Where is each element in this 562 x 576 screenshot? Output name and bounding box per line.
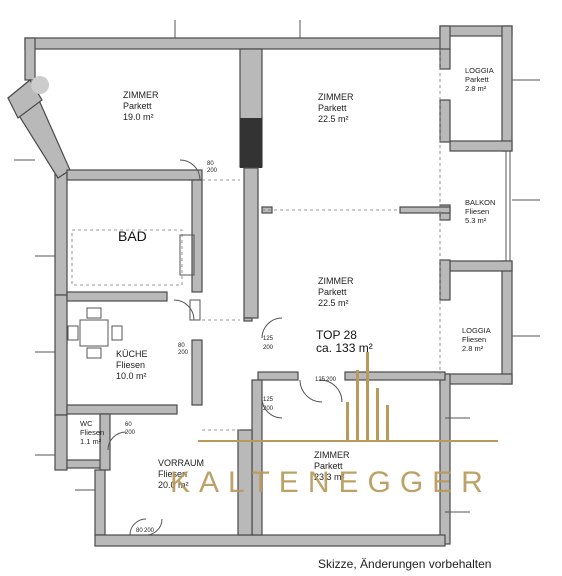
room-loggia-bottom: LOGGIA Fliesen 2.8 m²	[462, 326, 491, 353]
room-area: 22.5 m²	[318, 114, 349, 124]
brand-wordmark: KALTENEGGER	[170, 466, 492, 499]
kitchen-table	[67, 307, 123, 359]
door-dim-6: 60 200	[125, 422, 136, 436]
door-dim-5: 125 200	[315, 377, 337, 383]
door-swings	[107, 159, 343, 536]
room-name: ZIMMER	[318, 276, 354, 286]
room-floor: Parkett	[465, 75, 490, 84]
bath-fixtures	[71, 229, 201, 321]
room-zimmer-se: ZIMMER Parkett 23.3 m²	[314, 450, 350, 482]
room-balkon: BALKON Fliesen 5.3 m²	[465, 198, 495, 225]
room-vorraum: VORRAUM Fliesen 20.0 m²	[158, 458, 204, 490]
room-area: 20.0 m²	[158, 480, 189, 490]
room-wc: WC Fliesen 1.1 m²	[80, 419, 104, 446]
room-area: 2.8 m²	[465, 84, 487, 93]
room-floor: Fliesen	[158, 469, 187, 479]
room-floor: Fliesen	[462, 335, 486, 344]
window-marks	[14, 20, 540, 513]
room-floor: Fliesen	[80, 428, 104, 437]
room-zimmer-center: ZIMMER Parkett 22.5 m²	[318, 276, 354, 308]
round-marker	[31, 76, 49, 94]
door-height: 200	[144, 528, 155, 534]
door-width: 125	[263, 336, 274, 342]
interior-walls	[66, 48, 451, 536]
room-kueche: KÜCHE Fliesen 10.0 m²	[116, 349, 148, 381]
door-height: 200	[326, 377, 337, 383]
door-dim-1: 80 200	[207, 161, 218, 174]
room-name: ZIMMER	[314, 450, 350, 460]
door-width: 80	[178, 343, 185, 349]
door-width: 80	[207, 161, 214, 167]
room-name: ZIMMER	[123, 90, 159, 100]
room-name: BALKON	[465, 198, 495, 207]
room-floor: Fliesen	[465, 207, 489, 216]
room-floor: Fliesen	[116, 360, 145, 370]
door-width: 80	[136, 528, 143, 534]
door-height: 200	[263, 406, 274, 412]
door-width: 125	[263, 397, 274, 403]
brand-emblem	[198, 352, 498, 442]
unit-name: TOP 28	[316, 328, 357, 342]
dashed-lines	[202, 49, 441, 431]
room-area: 1.1 m²	[80, 437, 102, 446]
room-area: 19.0 m²	[123, 112, 154, 122]
door-height: 200	[263, 345, 274, 351]
room-area: 10.0 m²	[116, 371, 147, 381]
door-dim-7: 80 200	[136, 528, 155, 534]
room-name: VORRAUM	[158, 458, 204, 468]
unit-label: TOP 28 ca. 133 m²	[316, 328, 373, 355]
room-name: LOGGIA	[462, 326, 491, 335]
room-name: ZIMMER	[318, 92, 354, 102]
room-zimmer-nw: ZIMMER Parkett 19.0 m²	[123, 90, 159, 122]
room-loggia-top: LOGGIA Parkett 2.8 m²	[465, 66, 494, 93]
room-zimmer-ne: ZIMMER Parkett 22.5 m²	[318, 92, 354, 124]
door-dim-2: 80 200	[178, 343, 189, 356]
door-width: 60	[125, 422, 132, 428]
room-area: 5.3 m²	[465, 216, 487, 225]
unit-area: ca. 133 m²	[316, 341, 373, 355]
room-area: 2.8 m²	[462, 344, 484, 353]
door-dim-4: 125 200	[263, 397, 274, 412]
door-dim-3: 125 200	[263, 336, 274, 351]
room-area: 22.5 m²	[318, 298, 349, 308]
door-height: 200	[207, 168, 218, 174]
room-floor: Parkett	[123, 101, 152, 111]
room-area: 23.3 m²	[314, 472, 345, 482]
footer-note: Skizze, Änderungen vorbehalten	[318, 557, 492, 571]
door-height: 200	[178, 350, 189, 356]
outer-walls	[7, 25, 513, 547]
room-bad: BAD	[118, 228, 147, 244]
door-width: 125	[315, 377, 326, 383]
room-floor: Parkett	[318, 103, 347, 113]
room-name: WC	[80, 419, 93, 428]
door-height: 200	[125, 430, 136, 436]
room-floor: Parkett	[314, 461, 343, 471]
room-floor: Parkett	[318, 287, 347, 297]
room-name: LOGGIA	[465, 66, 494, 75]
room-name: KÜCHE	[116, 349, 148, 359]
